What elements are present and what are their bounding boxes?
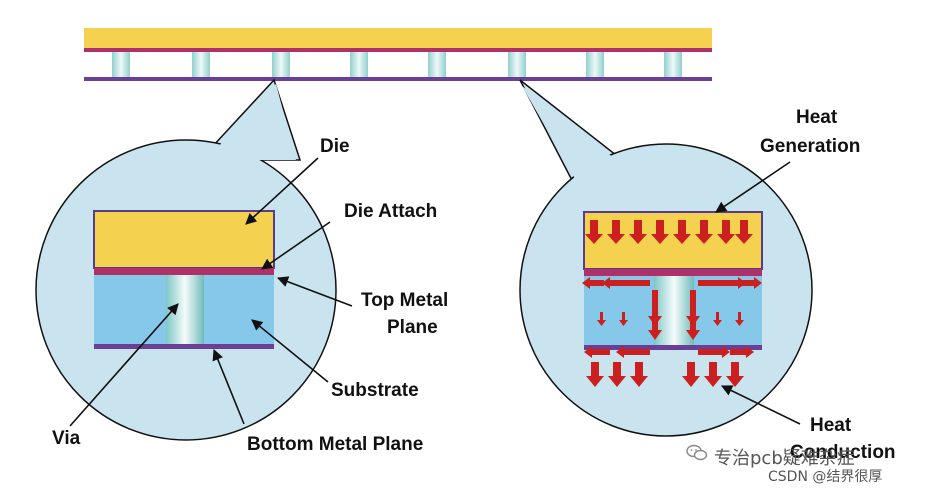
right-bottom-metal xyxy=(584,345,762,350)
leader-lines-right xyxy=(715,161,801,425)
left-die xyxy=(93,210,275,269)
label-substrate: Substrate xyxy=(331,380,419,401)
overview-strip xyxy=(84,28,712,81)
heat-arrows-exit xyxy=(586,362,744,387)
overview-die xyxy=(84,28,712,48)
label-heat-cond-line1: Heat xyxy=(810,415,852,436)
label-bottom-metal: Bottom Metal Plane xyxy=(247,434,423,455)
label-via: Via xyxy=(52,428,81,449)
label-heat-cond-line2: Conduction xyxy=(790,442,896,463)
label-heat-gen-line1: Heat xyxy=(796,107,838,128)
heat-arrows-substrate xyxy=(597,312,744,326)
overview-bottom-metal xyxy=(84,77,712,81)
left-zoom xyxy=(35,78,337,441)
label-top-metal-line2: Plane xyxy=(387,317,438,338)
overview-vias xyxy=(112,52,682,78)
wechat-icon xyxy=(686,444,708,461)
heat-arrows-spread-top xyxy=(582,277,762,289)
label-heat-gen-line2: Generation xyxy=(760,136,860,157)
overview-attach xyxy=(84,48,712,52)
left-via xyxy=(166,275,204,344)
right-die-attach xyxy=(584,269,762,276)
label-die-attach: Die Attach xyxy=(344,201,437,222)
left-bottom-metal xyxy=(94,344,274,349)
right-die xyxy=(583,211,763,270)
label-die: Die xyxy=(320,136,350,157)
heat-arrows-spread-bottom xyxy=(584,346,754,358)
right-via xyxy=(654,276,694,345)
left-die-attach xyxy=(94,268,274,275)
watermark-line2: CSDN @结界很厚 xyxy=(768,469,883,485)
heat-arrows-via xyxy=(648,290,700,340)
right-zoom xyxy=(519,79,813,437)
label-top-metal-line1: Top Metal xyxy=(361,290,448,311)
leader-lines-left xyxy=(69,157,353,427)
watermark-line1: 专治pcb疑难杂症 xyxy=(714,448,855,469)
heat-arrows-die xyxy=(585,220,753,244)
